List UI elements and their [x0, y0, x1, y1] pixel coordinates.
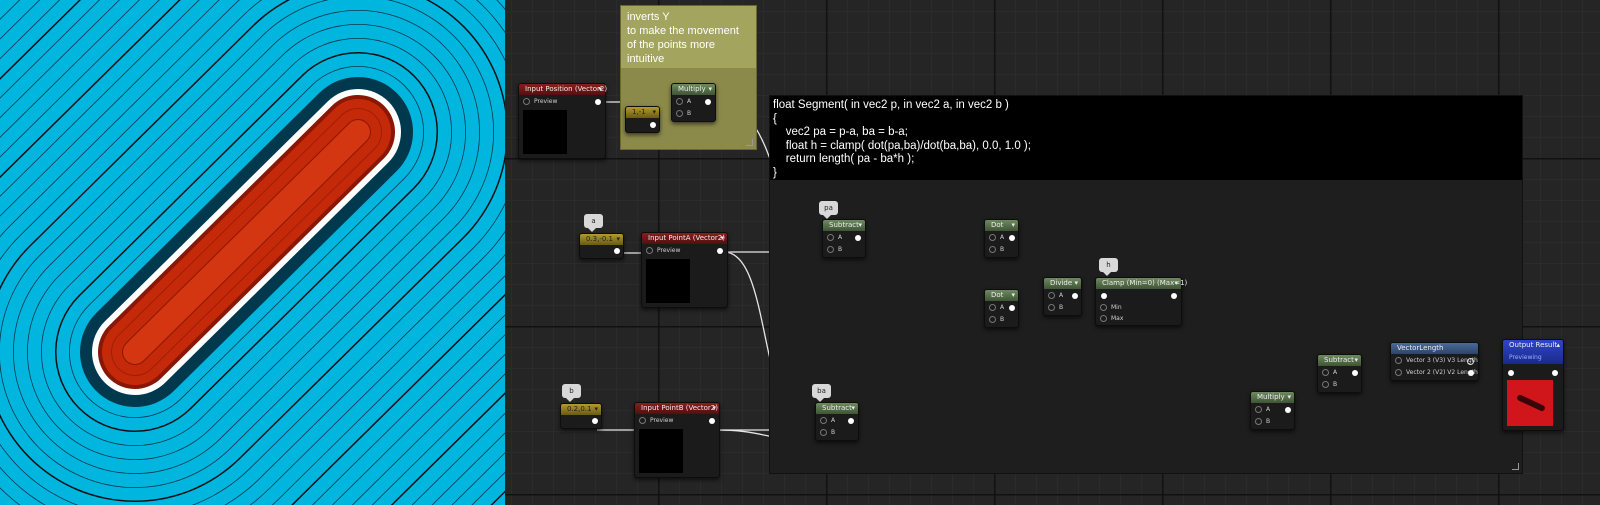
comment-resize-handle[interactable]	[746, 139, 753, 146]
node-preview-thumbnail	[646, 259, 690, 303]
node-constant-a[interactable]: 0.3,-0.1▾	[579, 233, 624, 259]
node-input-position[interactable]: Input Position (Vector2)▾ Preview	[518, 83, 607, 159]
node-clamp[interactable]: Clamp (Min=0) (Max=1)▾ Min Max	[1095, 277, 1187, 326]
node-dot-2[interactable]: Dot▾ A B	[984, 289, 1019, 328]
output-pin[interactable]	[592, 418, 598, 424]
node-multiply-top[interactable]: Multiply▾ A B	[671, 83, 716, 122]
pin-min: Min	[1100, 304, 1122, 311]
pin-a: A	[1048, 292, 1063, 299]
sdf-preview-render	[0, 0, 505, 505]
pin-a: A	[820, 417, 835, 424]
output-pin-v2[interactable]	[1468, 370, 1474, 376]
node-comment-bubble[interactable]: h	[1099, 258, 1118, 276]
node-dot-1[interactable]: Dot▾ A B	[984, 219, 1019, 258]
pin-b: B	[676, 110, 691, 117]
pin-b: B	[1322, 381, 1337, 388]
sdf-preview-viewport[interactable]	[0, 0, 505, 505]
node-header: Divide▾	[1044, 278, 1081, 289]
output-preview-thumbnail	[1507, 380, 1553, 426]
output-pin[interactable]	[595, 99, 601, 105]
node-preview-thumbnail	[639, 429, 683, 473]
node-input-point-a[interactable]: Input PointA (Vector2)▾ Preview	[641, 232, 728, 308]
pin-vector3: Vector 3 (V3) V3 Length	[1395, 357, 1478, 364]
node-graph-canvas[interactable]: inverts Y to make the movement of the po…	[505, 0, 1600, 505]
node-constant-invert[interactable]: 1,-1▾	[625, 106, 660, 133]
output-pin[interactable]	[1552, 370, 1558, 376]
output-pin[interactable]	[848, 418, 854, 424]
node-header: 0.2,0.1▾	[561, 404, 601, 415]
output-pin[interactable]	[717, 248, 723, 254]
comment-invert-y[interactable]: inverts Y to make the movement of the po…	[620, 5, 757, 150]
pin-b: B	[827, 246, 842, 253]
node-header: Input PointB (Vector2)▾	[635, 403, 719, 414]
node-header: 0.3,-0.1▾	[580, 234, 623, 245]
pin-a: A	[827, 234, 842, 241]
pin-vector2: Vector 2 (V2) V2 Length	[1395, 369, 1478, 376]
output-pin[interactable]	[1171, 293, 1177, 299]
node-header: Input Position (Vector2)▾	[519, 84, 607, 95]
comment-resize-handle[interactable]	[1512, 463, 1519, 470]
node-header: VectorLength	[1391, 343, 1478, 354]
node-subtract-final[interactable]: Subtract▾ A B	[1317, 354, 1362, 393]
comment-code-text: float Segment( in vec2 p, in vec2 a, in …	[773, 99, 1031, 179]
pin-a: A	[1255, 406, 1270, 413]
node-header: 1,-1▾	[626, 107, 659, 118]
node-header: Dot▾	[985, 220, 1018, 231]
pin-a: A	[1322, 369, 1337, 376]
node-header: Subtract▾	[823, 220, 865, 231]
pin-preview: Preview	[646, 247, 680, 254]
node-header: Multiply▾	[1251, 392, 1294, 403]
output-pin[interactable]	[709, 418, 715, 424]
output-pin[interactable]	[705, 99, 711, 105]
node-header: Output Result▴ Previewing	[1503, 340, 1563, 364]
pin-b: B	[1255, 418, 1270, 425]
node-comment-bubble[interactable]: b	[562, 384, 581, 402]
node-header: Input PointA (Vector2)▾	[642, 233, 727, 244]
pin-a: A	[989, 304, 1004, 311]
shape-core	[123, 120, 370, 364]
node-comment-bubble[interactable]: ba	[812, 384, 831, 402]
output-pin[interactable]	[614, 248, 620, 254]
output-pin[interactable]	[1285, 407, 1291, 413]
output-pin-v3[interactable]	[1467, 358, 1474, 365]
pin-a: A	[989, 234, 1004, 241]
output-pin[interactable]	[1009, 235, 1015, 241]
pin-b: B	[989, 246, 1004, 253]
node-header: Multiply▾	[672, 84, 715, 95]
output-pin[interactable]	[855, 235, 861, 241]
input-pin[interactable]	[1508, 370, 1514, 376]
node-subtract-pa[interactable]: Subtract▾ A B	[822, 219, 866, 258]
node-input-point-b[interactable]: Input PointB (Vector2)▾ Preview	[634, 402, 720, 478]
output-pin[interactable]	[1009, 305, 1015, 311]
pin-max: Max	[1100, 315, 1123, 322]
node-multiply-bottom[interactable]: Multiply▾ A B	[1250, 391, 1295, 430]
comment-code-header	[770, 96, 1522, 180]
pin-a: A	[676, 98, 691, 105]
pin-b: B	[989, 316, 1004, 323]
node-comment-bubble[interactable]: a	[584, 214, 603, 232]
input-pin[interactable]	[1101, 293, 1107, 299]
pin-preview: Preview	[523, 98, 557, 105]
previewing-label: Previewing	[1509, 354, 1542, 361]
comment-invert-y-text: inverts Y to make the movement of the po…	[627, 11, 739, 65]
node-header: Dot▾	[985, 290, 1018, 301]
node-subtract-ba[interactable]: Subtract▾ A B	[815, 402, 859, 441]
pin-preview: Preview	[639, 417, 673, 424]
node-header: Clamp (Min=0) (Max=1)▾	[1096, 278, 1187, 289]
pin-b: B	[820, 429, 835, 436]
node-preview-thumbnail	[523, 110, 567, 154]
output-pin[interactable]	[1352, 370, 1358, 376]
node-header: Subtract▾	[816, 403, 858, 414]
node-vector-length[interactable]: VectorLength Vector 3 (V3) V3 Length Vec…	[1390, 342, 1479, 381]
node-comment-bubble[interactable]: pa	[819, 201, 838, 219]
node-output-result[interactable]: Output Result▴ Previewing	[1502, 339, 1564, 431]
output-pin[interactable]	[1072, 293, 1078, 299]
output-pin[interactable]	[650, 122, 656, 128]
node-divide[interactable]: Divide▾ A B	[1043, 277, 1082, 316]
node-header: Subtract▾	[1318, 355, 1361, 366]
pin-b: B	[1048, 304, 1063, 311]
node-constant-b[interactable]: 0.2,0.1▾	[560, 403, 602, 429]
